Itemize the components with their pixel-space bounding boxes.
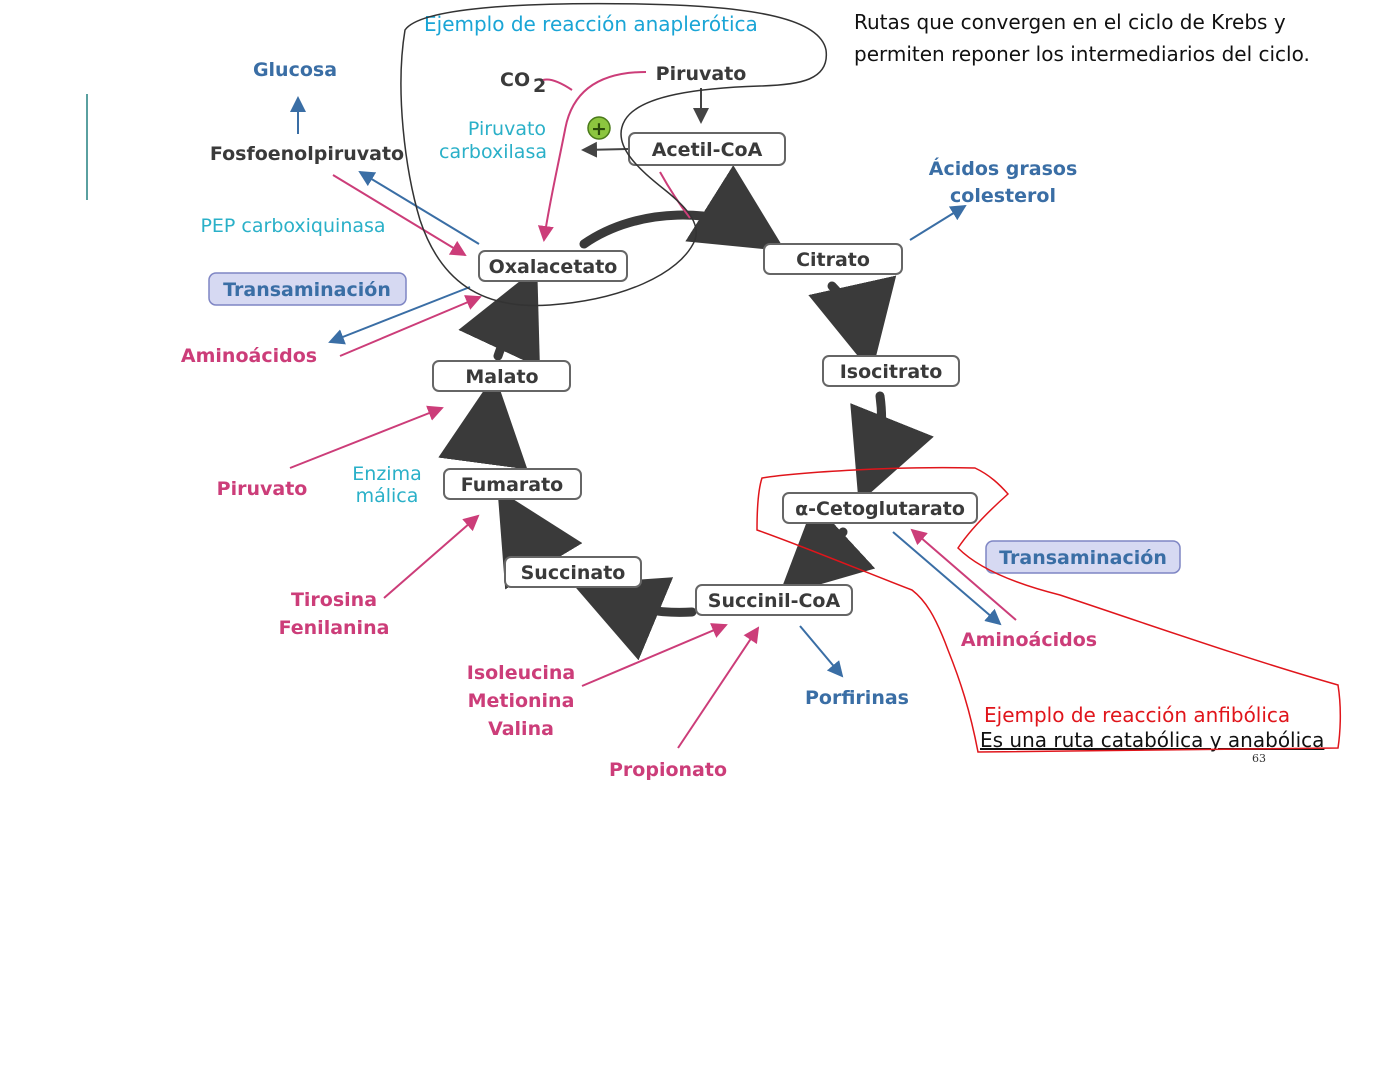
arrow-isoleucina-succinil [581, 623, 728, 687]
arrow-acetilcoa-citrato [659, 171, 691, 219]
arrow-cetoglutarato-succinil [778, 502, 876, 597]
label-pep-carboxiquinasa: PEP carboxiquinasa [200, 215, 385, 237]
arrow-citrato-acidos [909, 204, 967, 241]
label-enzima-malica-2: málica [356, 485, 419, 507]
arrow-tirosina-fumarato [383, 514, 480, 599]
transaminacion-left-badge [208, 272, 407, 306]
arrow-oxalacetato-fosfo [358, 170, 480, 245]
label-co2-subscript: 2 [533, 75, 546, 97]
label-transaminacion-left: Transaminación [223, 279, 391, 301]
label-oxalacetato: Oxalacetato [489, 256, 618, 278]
arrow-citrato-isocitrato [808, 275, 897, 374]
label-valina: Valina [488, 718, 554, 740]
arrow-isocitrato-cetoglutarato [850, 391, 934, 504]
label-acetil-coa: Acetil-CoA [652, 139, 763, 161]
label-co2: CO [500, 69, 530, 91]
label-propionato: Propionato [609, 759, 727, 781]
cycle-boxes [432, 132, 978, 616]
box-citrato [763, 243, 903, 275]
page-number: 63 [1252, 752, 1266, 765]
arrow-aminoacidos-cetoglutarato [910, 528, 1017, 621]
activator-symbol: + [591, 118, 607, 140]
arrow-succinato-fumarato [497, 489, 583, 590]
activator-icon [587, 116, 611, 140]
label-succinil: Succinil-CoA [708, 590, 841, 612]
arrow-aminoacidos-oxalacetato [339, 295, 482, 357]
label-fosfoenolpiruvato: Fosfoenolpiruvato [210, 143, 404, 165]
label-aminoacidos-left: Aminoácidos [181, 345, 317, 367]
box-acetil-coa [628, 132, 786, 166]
note-line-1: Rutas que convergen en el ciclo de Krebs… [854, 10, 1286, 34]
arrow-propionato-succinil [677, 626, 760, 749]
arrow-succinil-succinato [572, 577, 697, 661]
arrow-carboxilasa-co2 [542, 78, 573, 91]
arrow-oxalacetato-citrato [579, 165, 786, 252]
box-fumarato [443, 468, 582, 500]
label-fenilanina: Fenilanina [279, 617, 390, 639]
label-piruvato-carboxilasa-1: Piruvato [468, 118, 546, 140]
box-cetoglutarato [782, 492, 978, 524]
box-oxalacetato [478, 250, 628, 282]
anaplerotic-title: Ejemplo de reacción anaplerótica [424, 12, 758, 36]
label-transaminacion-right: Transaminación [999, 547, 1167, 569]
label-tirosina: Tirosina [291, 589, 377, 611]
arrow-succinil-porfirinas [799, 625, 844, 678]
arrow-acetilcoa-activator [581, 141, 629, 158]
anfibolic-title: Ejemplo de reacción anfibólica [984, 703, 1291, 727]
box-malato [432, 360, 571, 392]
label-porfirinas: Porfirinas [805, 687, 909, 709]
box-succinil [695, 584, 853, 616]
slide-accent-bar [86, 94, 88, 200]
label-acidos-grasos: Ácidos grasos [929, 157, 1078, 180]
label-metionina: Metionina [468, 690, 575, 712]
label-fumarato: Fumarato [461, 474, 564, 496]
label-cetoglutarato: α-Cetoglutarato [795, 498, 965, 520]
arrow-cetoglutarato-aminoacidos [892, 531, 1002, 626]
label-isoleucina: Isoleucina [467, 662, 575, 684]
anfibolic-subtitle: Es una ruta catabólica y anabólica [980, 728, 1325, 752]
arrow-fumarato-malato [438, 374, 528, 470]
anfibolic-outline [756, 466, 1342, 753]
label-malato: Malato [465, 366, 538, 388]
label-piruvato-carboxilasa-2: carboxilasa [439, 141, 547, 163]
box-isocitrato [822, 355, 960, 387]
label-citrato: Citrato [796, 249, 870, 271]
arrow-oxalacetato-aminoacidos [328, 286, 471, 345]
label-succinato: Succinato [521, 562, 626, 584]
anaplerotic-outline [400, 2, 828, 307]
arrow-piruvato-malato [289, 405, 444, 469]
box-succinato [504, 556, 642, 588]
arrow-fosfo-oxalacetato [332, 174, 467, 257]
label-aminoacidos-right: Aminoácidos [961, 629, 1097, 651]
transaminacion-right-badge [985, 540, 1181, 574]
cycle-arrows [438, 165, 934, 661]
label-piruvato-left: Piruvato [217, 478, 308, 500]
label-colesterol: colesterol [950, 185, 1056, 207]
label-enzima-malica-1: Enzima [352, 463, 421, 485]
arrow-piruvato-carboxilasa [537, 71, 647, 242]
arrow-malato-oxalacetato [458, 267, 540, 368]
note-line-2: permiten reponer los intermediarios del … [854, 42, 1310, 66]
label-piruvato-top: Piruvato [656, 63, 747, 85]
label-isocitrato: Isocitrato [840, 361, 943, 383]
label-glucosa: Glucosa [253, 59, 337, 81]
